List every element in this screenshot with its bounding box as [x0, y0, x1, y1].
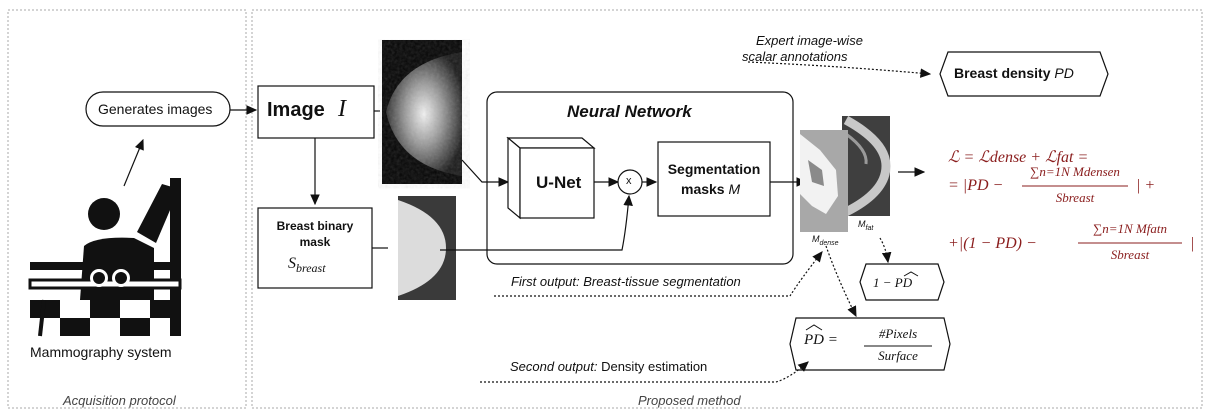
loss-line3-numerator: ∑n=1N Mfatn: [1092, 221, 1167, 236]
dense-mask-thumbnail: [800, 130, 848, 232]
arrow-expert-to-density: [747, 61, 932, 78]
arrow-second-output: [480, 361, 809, 383]
arrow-dense-to-pd-formula: [825, 245, 857, 318]
breast-density-label: Breast density PD: [954, 66, 1074, 80]
breast-density-text: Breast density: [954, 65, 1051, 81]
loss-line3-denominator: Sbreast: [1110, 247, 1150, 262]
arrow-system-to-generates: [123, 138, 144, 187]
segmentation-line1: Segmentation: [667, 161, 761, 177]
segmentation-masks-word: masks: [681, 181, 725, 197]
mask-label-line2: mask: [299, 235, 331, 249]
acquisition-frame: [7, 9, 247, 409]
image-label: Image: [267, 99, 325, 121]
loss-line2-denominator: Sbreast: [1055, 190, 1095, 205]
pd-hat-1: [903, 271, 919, 277]
mask-symbol-main: S: [288, 255, 296, 272]
loss-line3-lhs: +|(1 − PD) −: [948, 235, 1037, 252]
segmentation-line2: masks M: [681, 182, 740, 196]
pd-formula-denominator: Surface: [878, 348, 918, 363]
mammogram-thumbnail: [382, 40, 462, 184]
pd-formula-numerator: #Pixels: [878, 326, 918, 341]
m-dense-label: Mdense: [812, 235, 839, 247]
arrow-first-output: [494, 251, 823, 297]
m-dense-sub: dense: [819, 239, 839, 247]
breast-density-hexagon: [939, 51, 1109, 97]
loss-line2-lhs: = |PD −: [948, 177, 1004, 194]
segmentation-box: [657, 141, 771, 217]
mask-box: [257, 207, 373, 289]
generates-images-pill: [85, 91, 231, 127]
pd-formula-lhs: PD =: [804, 332, 838, 348]
second-output-rest: Density estimation: [597, 359, 708, 374]
mask-symbol: Sbreast: [288, 255, 326, 276]
expert-annotations-line2: scalar annotations: [742, 49, 848, 64]
arrow-mask-to-multiply: [440, 194, 633, 251]
image-symbol: I: [338, 96, 346, 122]
unet-block: [506, 136, 596, 220]
loss-line2-numerator: ∑n=1N Mdensen: [1030, 164, 1120, 179]
unet-label: U-Net: [536, 173, 582, 192]
loss-line2-rhs: | +: [1136, 177, 1156, 194]
expert-annotations-line1: Expert image-wise: [756, 33, 863, 48]
generates-images-label: Generates images: [98, 101, 213, 117]
multiply-label: x: [626, 175, 632, 187]
m-fat-sub: fat: [865, 224, 874, 232]
loss-line1: ℒ = ℒdense + ℒfat =: [948, 149, 1089, 166]
segmentation-symbol: M: [728, 181, 741, 197]
arrow-fat-to-one-minus-pd: [879, 237, 892, 264]
mask-symbol-sub: breast: [296, 261, 326, 276]
fat-mask-thumbnail: [842, 116, 891, 217]
m-fat-label: Mfat: [858, 220, 873, 232]
breast-density-symbol: PD: [1054, 65, 1074, 81]
binary-mask-thumbnail: [398, 196, 456, 300]
second-output-label: Second output: Density estimation: [510, 360, 707, 373]
mammography-system-icon: [28, 178, 182, 337]
first-output-label: First output: Breast-tissue segmentation: [511, 274, 741, 289]
m-fat-main: M: [858, 219, 866, 229]
arrow-mammo-to-unet: [461, 159, 510, 187]
pd-formula-hexagon: [789, 317, 951, 371]
m-dense-main: M: [812, 234, 820, 244]
proposed-method-label: Proposed method: [638, 393, 741, 408]
pd-formula-lhs-symbol: PD: [804, 332, 824, 348]
pd-hat-2: [805, 324, 823, 331]
neural-network-title: Neural Network: [567, 102, 692, 121]
acquisition-protocol-label: Acquisition protocol: [63, 393, 176, 408]
one-minus-pd-label: 1 − PD: [873, 275, 913, 290]
method-frame: [251, 9, 1203, 409]
image-box: [257, 85, 375, 139]
mammography-system-label: Mammography system: [30, 344, 172, 360]
loss-line3-rhs: |: [1190, 235, 1195, 252]
second-output-prefix: Second output:: [510, 359, 598, 374]
mask-label-line1: Breast binary: [276, 219, 354, 233]
one-minus-pd-hexagon: [859, 263, 945, 301]
